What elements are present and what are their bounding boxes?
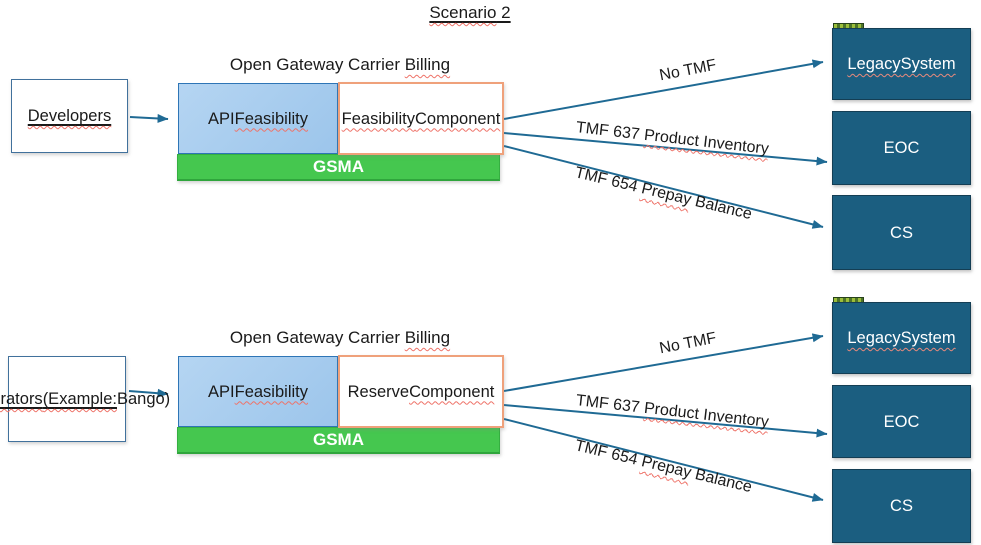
slide-title: Scenario 2 — [429, 3, 511, 22]
source-box: Integrators (Example: Bango) — [0, 356, 170, 442]
arrow-label-no-tmf: No TMF — [658, 329, 718, 358]
target-eoc: EOC — [832, 385, 971, 458]
scenario-1: Open Gateway Carrier Billing Developers … — [0, 0, 981, 272]
source-box: Developers — [11, 79, 128, 153]
api-feasibility-box: API Feasibility — [178, 83, 338, 154]
arrow-label-tmf-637: TMF 637 Product Inventory — [575, 392, 770, 431]
group-title: Open Gateway Carrier Billing — [229, 55, 451, 74]
scenario-2: Open Gateway Carrier Billing Integrators… — [0, 273, 981, 545]
arrow-label-tmf-637: TMF 637 Product Inventory — [575, 119, 770, 158]
target-eoc: EOC — [832, 111, 971, 185]
target-cs: CS — [832, 195, 971, 270]
target-cs: CS — [832, 469, 971, 543]
group-title: Open Gateway Carrier Billing — [229, 328, 451, 347]
target-legacy-system: Legacy System — [832, 28, 971, 100]
reserve-component-box: Reserve Component — [338, 355, 504, 428]
arrow-label-no-tmf: No TMF — [658, 56, 718, 85]
arrow-label-tmf-654: TMF 654 Prepay Balance — [573, 437, 754, 497]
api-feasibility-box: API Feasibility — [178, 356, 338, 427]
arrow-label-tmf-654: TMF 654 Prepay Balance — [573, 164, 754, 224]
target-legacy-system: Legacy System — [832, 302, 971, 374]
feasibility-component-box: Feasibility Component — [338, 82, 504, 155]
gsma-bar: GSMA — [177, 154, 500, 181]
gsma-bar: GSMA — [177, 427, 500, 454]
